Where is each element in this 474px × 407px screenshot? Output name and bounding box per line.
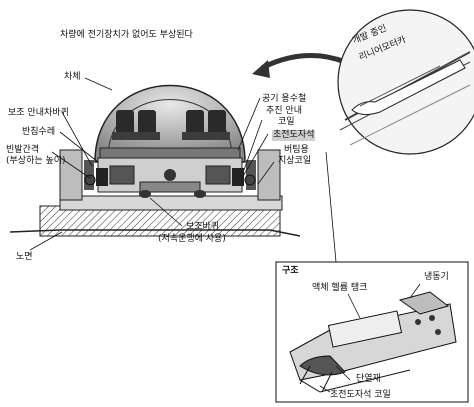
aux-guide-wheel-left: [84, 174, 96, 186]
superconducting-magnet-right: [232, 168, 244, 186]
passenger-seats: [112, 110, 230, 140]
label-support-coil: 버팀용: [284, 145, 309, 155]
aux-wheel-left: [139, 190, 151, 198]
arrow-to-train: [260, 52, 346, 71]
leader-lines: [29, 77, 275, 251]
label-aux-wheel-sub: (저속운행에 사용): [158, 234, 226, 244]
label-propulsion-coil: 추진 안내: [266, 106, 302, 116]
label-air-spring: 공기 용수철: [262, 94, 307, 104]
train-inset: [337, 9, 474, 155]
label-levitation-gap-sub: (부상하는 높이): [6, 156, 66, 166]
car-body: [94, 84, 246, 163]
label-refrigerator: 냉동기: [424, 272, 449, 282]
magnet-structure-drawing: [289, 291, 457, 393]
label-road-surface: 노면: [16, 252, 33, 262]
label-aux-wheel: 보조바퀴: [186, 222, 220, 232]
structure-leader-lines: [319, 283, 421, 393]
structure-title: 구조: [282, 266, 299, 276]
guideway-ground: [9, 195, 301, 237]
aux-guide-wheel-right: [244, 174, 256, 186]
label-levitation-gap: 빈발간격: [6, 145, 40, 155]
label-sc-magnet-coil: 초전도자석 코일: [330, 390, 391, 400]
label-support-coil-sub: 지상코일: [278, 156, 312, 166]
label-body: 차체: [64, 72, 81, 82]
label-reaction-plate: 반침수레: [22, 127, 56, 137]
label-aux-guide-wheel: 보조 안내차바퀴: [8, 108, 69, 118]
superconducting-magnet-left: [96, 168, 108, 186]
structure-leader: [325, 151, 337, 263]
label-insulation: 단열재: [356, 374, 381, 384]
label-liquid-helium-tank: 액체 헬륨 탱크: [312, 283, 368, 293]
label-superconducting-magnet: 초전도자석: [272, 130, 316, 141]
caption: 차량에 전기장치가 없어도 부상된다: [60, 30, 193, 40]
aux-wheel-right: [194, 190, 206, 198]
label-propulsion-coil-sub: 코일: [278, 117, 295, 127]
bogie: [97, 157, 243, 193]
